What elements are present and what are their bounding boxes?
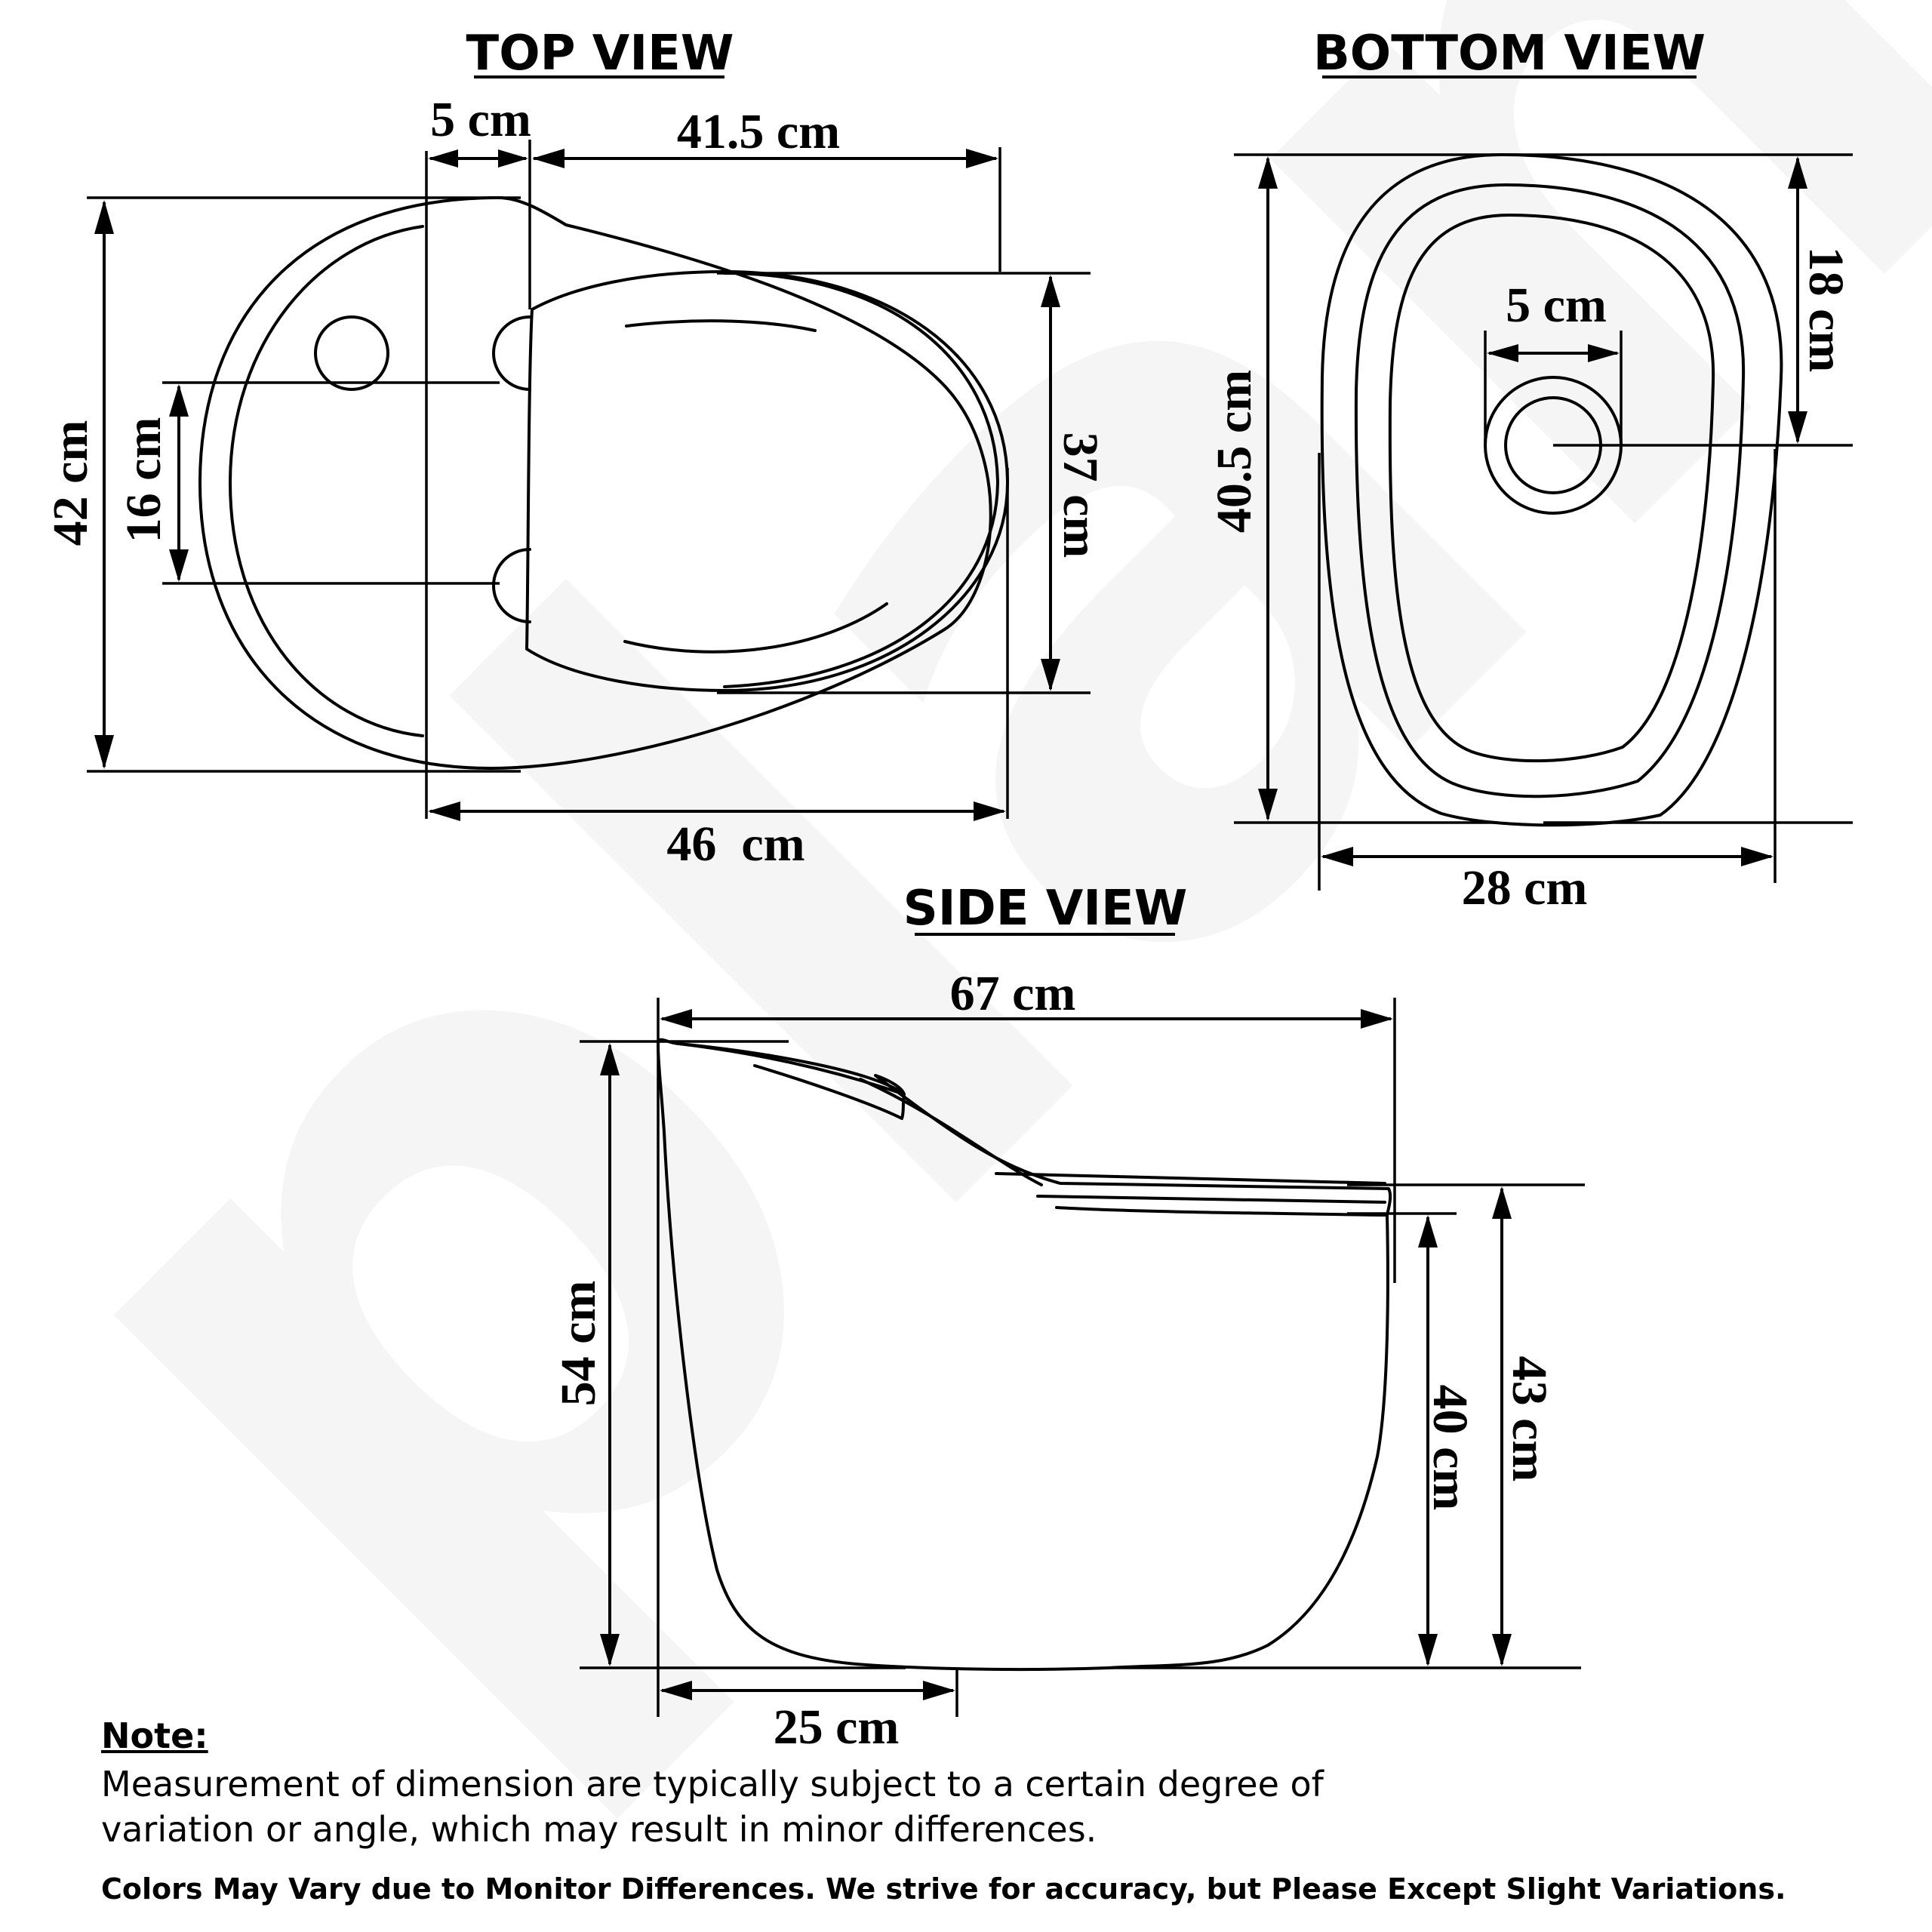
- note-text-line-2: variation or angle, which may result in …: [101, 1809, 1097, 1850]
- top-view-title: TOP VIEW: [466, 26, 734, 82]
- label-outlet-offset: 18 cm: [1798, 247, 1854, 373]
- label-seat-length: 41.5 cm: [677, 104, 840, 159]
- label-seat-width: 37 cm: [1053, 432, 1108, 558]
- side-seat-upper: [995, 1172, 1386, 1185]
- top-lid-highlight-bottom: [623, 602, 888, 654]
- bottom-inner: [1388, 214, 1715, 763]
- arrowhead: [1492, 1634, 1512, 1666]
- side-body: [657, 1038, 1392, 1672]
- arrowhead: [1361, 1009, 1393, 1029]
- arrowhead: [1418, 1215, 1438, 1247]
- top-hinge-lower: [492, 548, 531, 623]
- note-disclaimer: Colors May Vary due to Monitor Differenc…: [101, 1872, 1786, 1906]
- label-total-width: 42 cm: [43, 420, 98, 546]
- arrowhead: [923, 1681, 955, 1700]
- arrowhead: [498, 149, 528, 168]
- arrowhead: [94, 735, 114, 769]
- arrowhead: [1487, 344, 1518, 362]
- arrowhead: [966, 149, 998, 168]
- arrowhead: [169, 549, 189, 582]
- arrowhead: [600, 1043, 620, 1075]
- note-block: Note: Measurement of dimension are typic…: [101, 1715, 1897, 1908]
- top-seat-lid-edge: [723, 272, 999, 688]
- note-text-line-1: Measurement of dimension are typically s…: [101, 1764, 1324, 1804]
- side-view-title: SIDE VIEW: [903, 881, 1188, 937]
- arrowhead: [1258, 789, 1278, 821]
- side-seat-lower: [1036, 1195, 1386, 1204]
- arrowhead: [660, 1009, 692, 1029]
- arrowhead: [428, 801, 460, 821]
- top-button-circle: [314, 315, 389, 391]
- label-total-depth: 67 cm: [950, 966, 1076, 1021]
- bottom-view: BOTTOM VIEW 5 cm 18 cm 40.5: [1207, 26, 1854, 915]
- label-hinge-offset: 5 cm: [430, 92, 531, 147]
- label-total-height: 54 cm: [551, 1281, 606, 1407]
- arrowhead: [1588, 344, 1620, 362]
- arrowhead: [600, 1634, 620, 1666]
- top-hinge-upper: [492, 315, 531, 391]
- arrowhead: [169, 384, 189, 417]
- side-seat-bottom: [1055, 1206, 1386, 1217]
- top-outer-body: [198, 196, 992, 770]
- side-view: SIDE VIEW 67 cm 54 cm 40 cm: [551, 881, 1585, 1755]
- label-outlet-diameter: 5 cm: [1506, 278, 1607, 333]
- arrowhead: [1321, 847, 1353, 866]
- label-total-length: 46 cm: [666, 817, 804, 872]
- arrowhead: [660, 1681, 692, 1700]
- bottom-middle: [1354, 183, 1746, 798]
- arrowhead: [428, 149, 458, 168]
- note-text: Measurement of dimension are typically s…: [101, 1761, 1897, 1852]
- note-title: Note:: [101, 1715, 208, 1756]
- top-inner-rim: [229, 225, 424, 737]
- bottom-outer: [1320, 153, 1783, 827]
- label-hinge-spacing: 16 cm: [116, 417, 171, 543]
- arrowhead: [1788, 411, 1807, 444]
- arrowhead: [1788, 156, 1807, 189]
- arrowhead: [94, 200, 114, 234]
- arrowhead: [1741, 847, 1774, 866]
- arrowhead: [974, 801, 1006, 821]
- arrowhead: [1418, 1634, 1438, 1666]
- arrowhead: [1041, 275, 1060, 307]
- label-bowl-height: 40 cm: [1423, 1385, 1478, 1511]
- arrowhead: [1041, 659, 1060, 691]
- arrowhead: [1492, 1186, 1512, 1219]
- arrowhead: [1258, 156, 1278, 189]
- label-base-length: 40.5 cm: [1207, 370, 1262, 533]
- bottom-view-title: BOTTOM VIEW: [1313, 26, 1706, 82]
- label-seat-height: 43 cm: [1502, 1356, 1557, 1482]
- top-view: TOP VIEW 5 cm 41.5: [43, 26, 1108, 872]
- top-lid-highlight-top: [625, 319, 817, 332]
- label-base-width: 28 cm: [1462, 860, 1588, 915]
- arrowhead: [532, 149, 565, 168]
- label-outlet-distance: 25 cm: [774, 1700, 900, 1755]
